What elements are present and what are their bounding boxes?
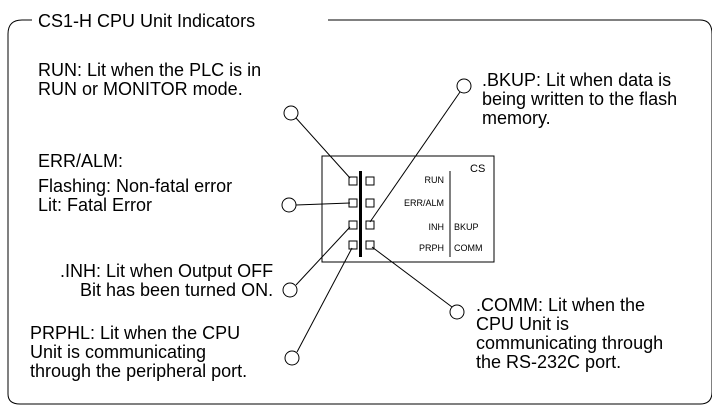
callout-circle-run bbox=[283, 105, 299, 121]
leader-run bbox=[295, 117, 351, 179]
callout-circle-inh bbox=[282, 282, 298, 298]
diagram-title: CS1-H CPU Unit Indicators bbox=[32, 10, 262, 32]
callout-prph-text: PRPHL: Lit when the CPU Unit is communic… bbox=[30, 323, 248, 381]
led-run bbox=[348, 176, 358, 186]
callout-bkup-text: .BKUP: Lit when data is being written to… bbox=[482, 70, 678, 128]
led-errbkup-left bbox=[348, 198, 358, 208]
callout-circle-prph bbox=[284, 350, 300, 366]
panel-label-run: RUN bbox=[424, 175, 445, 185]
panel-label-comm: COMM bbox=[454, 243, 483, 253]
callout-run-text: RUN: Lit when the PLC is in RUN or MONIT… bbox=[38, 60, 262, 99]
leader-err bbox=[295, 202, 351, 206]
leader-bkup bbox=[369, 91, 461, 223]
led-inh bbox=[348, 220, 358, 230]
panel-label-inh: INH bbox=[428, 222, 445, 232]
callout-err-text: Flashing: Non-fatal error Lit: Fatal Err… bbox=[38, 176, 233, 215]
callout-circle-err bbox=[281, 197, 297, 213]
outer-frame bbox=[7, 19, 712, 405]
leader-comm bbox=[371, 246, 453, 308]
leader-prph bbox=[296, 247, 353, 353]
panel-label-bkup: BKUP bbox=[454, 222, 479, 232]
led-err-right bbox=[365, 198, 375, 208]
callout-circle-bkup bbox=[456, 78, 472, 94]
leader-inh bbox=[295, 226, 351, 286]
led-bkup bbox=[365, 220, 375, 230]
callout-circle-comm bbox=[449, 304, 465, 320]
panel-brand: CS bbox=[470, 163, 486, 175]
panel-divider-bar bbox=[359, 171, 362, 257]
callout-inh-text: .INH: Lit when Output OFF Bit has been t… bbox=[60, 261, 274, 300]
panel-label-erralm: ERR/ALM bbox=[403, 198, 444, 208]
panel-label-prph: PRPH bbox=[418, 243, 444, 253]
led-prph bbox=[348, 240, 358, 250]
callout-err-heading: ERR/ALM: bbox=[38, 151, 124, 171]
callout-comm-text: .COMM: Lit when the CPU Unit is communic… bbox=[476, 295, 664, 372]
led-comm bbox=[365, 240, 375, 250]
led-run-right bbox=[365, 176, 375, 186]
